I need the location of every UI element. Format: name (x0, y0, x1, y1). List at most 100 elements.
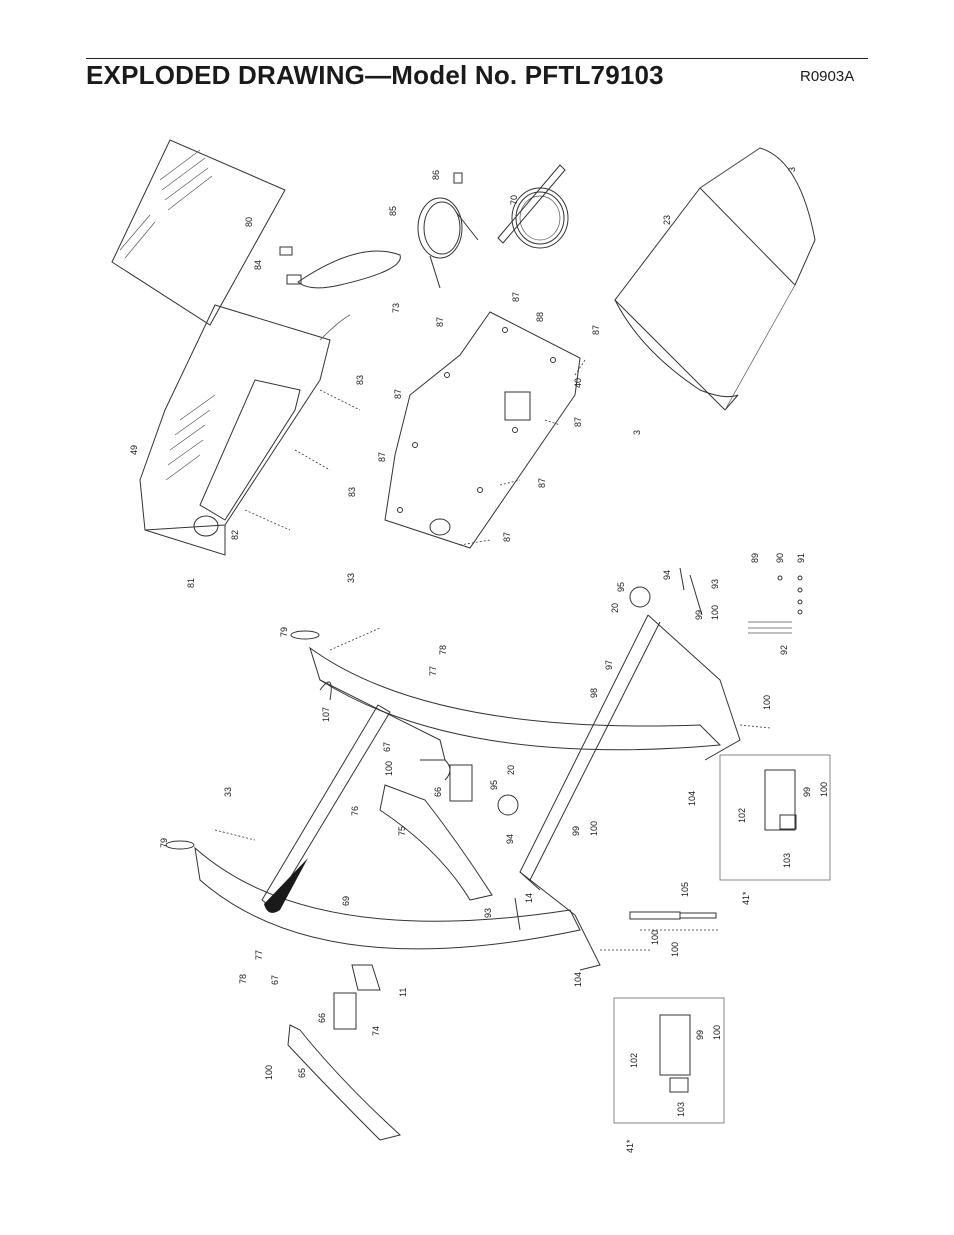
part-label: 77 (254, 950, 264, 960)
part-label: 81 (186, 578, 196, 588)
part-label: 94 (505, 834, 515, 844)
part-label: 100 (712, 1025, 722, 1040)
part-label: 92 (779, 645, 789, 655)
part-label: 100 (710, 605, 720, 620)
part-label: 104 (687, 791, 697, 806)
part-label: 41* (625, 1139, 635, 1153)
part-label: 102 (737, 808, 747, 823)
part-label: 100 (589, 821, 599, 836)
leg-sleeves (333, 764, 473, 1030)
part-label: 93 (483, 908, 493, 918)
part-label: 104 (573, 972, 583, 987)
part-label: 100 (264, 1065, 274, 1080)
part-label: 88 (535, 312, 545, 322)
part-label: 76 (350, 806, 360, 816)
part-label: 99 (694, 610, 704, 620)
part-callouts: 3 3 11 14 20 20 23 33 33 40 41* 41* 49 6… (129, 167, 829, 1153)
part-label: 100 (384, 761, 394, 776)
part-label: 49 (129, 445, 139, 455)
part-label: 40 (573, 378, 583, 388)
part-label: 90 (775, 553, 785, 563)
part-label: 91 (796, 553, 806, 563)
part-label: 67 (382, 742, 392, 752)
part-label: 102 (629, 1053, 639, 1068)
part-label: 86 (431, 170, 441, 180)
drawing-code: R0903A (800, 68, 855, 85)
part-label: 89 (750, 553, 760, 563)
bracket (351, 964, 381, 991)
leader-lines (214, 359, 771, 951)
part-label: 103 (782, 853, 792, 868)
part-label: 78 (438, 645, 448, 655)
inset-boxes (613, 754, 831, 1124)
wheels (497, 586, 651, 816)
wire-coil (497, 164, 569, 249)
upright-cover (111, 139, 286, 326)
long-bolts (514, 567, 703, 931)
part-label: 99 (571, 826, 581, 836)
part-label: 69 (341, 896, 351, 906)
part-label: 85 (388, 206, 398, 216)
part-label: 87 (435, 317, 445, 327)
part-label: 23 (662, 215, 672, 225)
end-caps (165, 630, 320, 850)
motor-hood (614, 147, 816, 411)
part-label: 74 (371, 1026, 381, 1036)
part-label: 79 (159, 838, 169, 848)
part-label: 87 (377, 452, 387, 462)
console (139, 304, 351, 556)
part-label: 41* (741, 891, 751, 905)
part-label: 66 (317, 1013, 327, 1023)
part-label: 33 (346, 573, 356, 583)
part-label: 99 (695, 1030, 705, 1040)
part-label: 67 (270, 975, 280, 985)
hardware-pins (748, 575, 803, 634)
part-label: 75 (397, 826, 407, 836)
lift-shock (629, 911, 717, 920)
part-label: 94 (662, 570, 672, 580)
part-label: 84 (253, 260, 263, 270)
part-label: 79 (279, 627, 289, 637)
header-rule (86, 58, 868, 59)
part-label: 100 (819, 782, 829, 797)
part-label: 103 (676, 1102, 686, 1117)
wire-harness (319, 681, 332, 701)
part-label: 3 (787, 167, 797, 172)
part-label: 98 (589, 688, 599, 698)
part-label: 78 (238, 974, 248, 984)
part-label: 87 (511, 292, 521, 302)
part-label: 87 (573, 417, 583, 427)
crossbar (261, 704, 391, 913)
part-label: 66 (433, 787, 443, 797)
frame (519, 614, 741, 971)
part-label: 20 (610, 603, 620, 613)
part-label: 77 (428, 666, 438, 676)
page-title: EXPLODED DRAWING—Model No. PFTL79103 (86, 60, 664, 90)
part-label: 100 (670, 942, 680, 957)
part-label: 11 (398, 988, 408, 997)
part-label: 100 (762, 695, 772, 710)
part-label: 14 (524, 893, 534, 903)
part-label: 105 (680, 882, 690, 897)
part-label: 87 (502, 532, 512, 542)
part-label: 100 (650, 930, 660, 945)
part-label: 82 (230, 530, 240, 540)
part-label: 95 (616, 582, 626, 592)
part-label: 95 (489, 780, 499, 790)
part-label: 20 (506, 765, 516, 775)
part-label: 99 (802, 787, 812, 797)
part-label: 80 (244, 217, 254, 227)
part-label: 3 (632, 430, 642, 435)
part-label: 70 (509, 195, 519, 205)
part-label: 87 (591, 325, 601, 335)
part-label: 65 (297, 1068, 307, 1078)
part-label: 87 (393, 389, 403, 399)
part-label: 83 (355, 375, 365, 385)
part-label: 83 (347, 487, 357, 497)
part-label: 93 (710, 579, 720, 589)
base-legs (287, 784, 493, 1141)
part-label: 97 (604, 660, 614, 670)
part-label: 87 (537, 478, 547, 488)
clip-strap (279, 246, 401, 289)
